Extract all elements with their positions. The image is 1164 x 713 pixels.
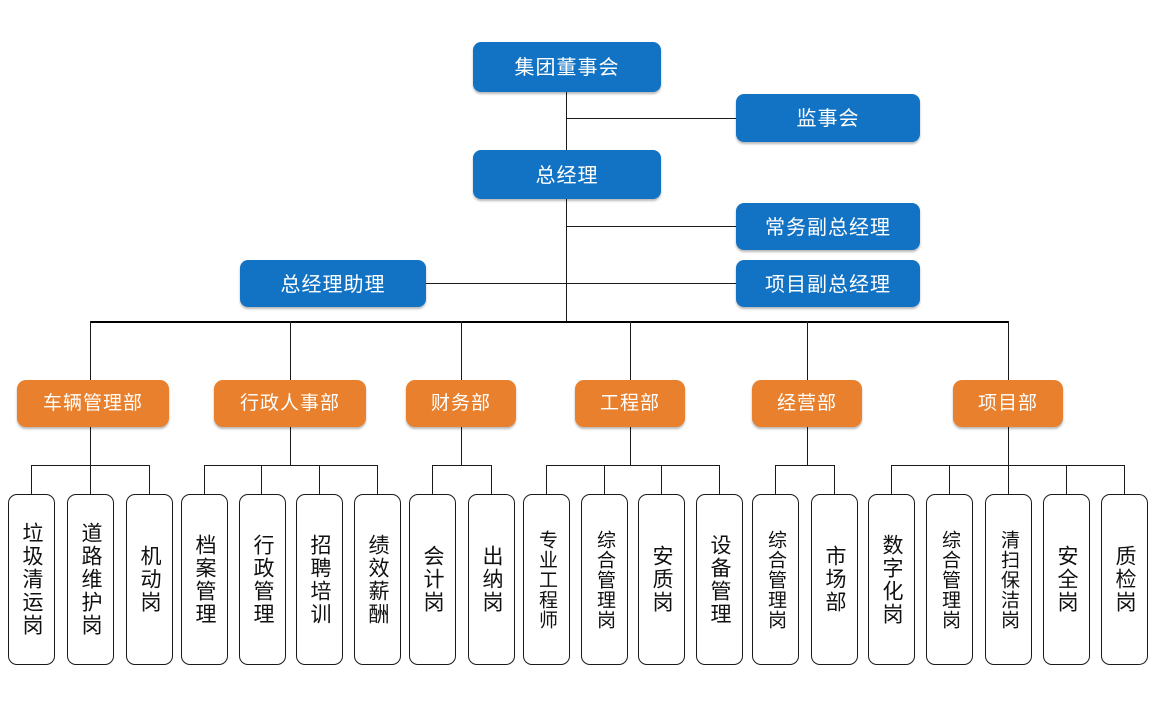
dept-2-stem (290, 427, 291, 465)
dept-4-bus (546, 465, 719, 466)
leaf-position-box[interactable]: 安全岗 (1043, 494, 1090, 665)
connector-gm-to-bus (566, 199, 567, 321)
leaf-position-box[interactable]: 综合管理岗 (926, 494, 973, 665)
leaf-label: 综合管理岗 (765, 529, 787, 630)
dept-2-bus (204, 465, 377, 466)
dept-4-riser-2 (604, 465, 605, 494)
leaf-label: 质检岗 (1113, 545, 1137, 614)
node-executive-vice-general-manager[interactable]: 常务副总经理 (736, 203, 920, 250)
connector-assistant-to-gm (425, 283, 567, 284)
dept-6-riser-2 (949, 465, 950, 494)
dept-1-stem (90, 427, 91, 465)
connector-gm-to-exec-vice (566, 226, 737, 227)
leaf-label: 清扫保洁岗 (998, 529, 1020, 630)
leaf-position-box[interactable]: 设备管理 (696, 494, 743, 665)
leaf-position-box[interactable]: 道路维护岗 (67, 494, 114, 665)
dept-2-riser-1 (204, 465, 205, 494)
dept-1-riser-3 (149, 465, 150, 494)
leaf-label: 机动岗 (138, 545, 162, 614)
leaf-label: 道路维护岗 (79, 522, 103, 637)
node-department-vehicle-management[interactable]: 车辆管理部 (17, 380, 169, 427)
node-supervisory-board[interactable]: 监事会 (736, 94, 920, 142)
leaf-position-box[interactable]: 质检岗 (1101, 494, 1148, 665)
department-bus (90, 321, 1009, 323)
leaf-position-box[interactable]: 垃圾清运岗 (8, 494, 55, 665)
leaf-label: 安质岗 (650, 545, 674, 614)
leaf-position-box[interactable]: 综合管理岗 (752, 494, 799, 665)
dept-4-riser-3 (661, 465, 662, 494)
leaf-label: 会计岗 (421, 545, 445, 614)
dept-5-bus (775, 465, 834, 466)
leaf-position-box[interactable]: 行政管理 (239, 494, 286, 665)
node-department-project[interactable]: 项目部 (953, 380, 1063, 427)
leaf-position-box[interactable]: 档案管理 (181, 494, 228, 665)
leaf-label: 行政管理 (251, 533, 275, 626)
dept-5-stem (807, 427, 808, 465)
node-department-operations[interactable]: 经营部 (752, 380, 862, 427)
node-department-finance[interactable]: 财务部 (406, 380, 516, 427)
leaf-position-box[interactable]: 数字化岗 (868, 494, 915, 665)
leaf-label: 专业工程师 (536, 529, 558, 630)
dept-4-stem (630, 427, 631, 465)
leaf-position-box[interactable]: 专业工程师 (523, 494, 570, 665)
leaf-label: 档案管理 (193, 533, 217, 626)
dept-6-bus (891, 465, 1124, 466)
drop-to-dept-1 (90, 321, 91, 380)
dept-2-riser-4 (377, 465, 378, 494)
dept-3-stem (461, 427, 462, 465)
drop-to-dept-2 (290, 321, 291, 380)
dept-3-riser-1 (432, 465, 433, 494)
dept-3-bus (432, 465, 491, 466)
leaf-position-box[interactable]: 综合管理岗 (581, 494, 628, 665)
dept-6-stem (1008, 427, 1009, 465)
leaf-label: 设备管理 (708, 533, 732, 626)
connector-board-to-gm (566, 92, 567, 152)
node-general-manager[interactable]: 总经理 (473, 150, 661, 199)
dept-1-riser-2 (90, 465, 91, 494)
leaf-label: 市场部 (823, 545, 847, 614)
dept-2-riser-3 (319, 465, 320, 494)
leaf-position-box[interactable]: 招聘培训 (296, 494, 343, 665)
leaf-label: 综合管理岗 (594, 529, 616, 630)
dept-1-riser-1 (31, 465, 32, 494)
leaf-label: 出纳岗 (480, 545, 504, 614)
dept-6-riser-5 (1124, 465, 1125, 494)
dept-5-riser-1 (775, 465, 776, 494)
drop-to-dept-4 (630, 321, 631, 380)
dept-6-riser-1 (891, 465, 892, 494)
leaf-label: 数字化岗 (880, 533, 904, 626)
dept-5-riser-2 (834, 465, 835, 494)
drop-to-dept-5 (807, 321, 808, 380)
node-general-manager-assistant[interactable]: 总经理助理 (240, 260, 426, 307)
dept-6-riser-4 (1066, 465, 1067, 494)
dept-4-riser-1 (546, 465, 547, 494)
dept-3-riser-2 (491, 465, 492, 494)
leaf-label: 安全岗 (1055, 545, 1079, 614)
leaf-label: 垃圾清运岗 (20, 522, 44, 637)
drop-to-dept-3 (461, 321, 462, 380)
leaf-position-box[interactable]: 机动岗 (126, 494, 173, 665)
leaf-position-box[interactable]: 出纳岗 (468, 494, 515, 665)
node-board-of-directors[interactable]: 集团董事会 (473, 42, 661, 92)
dept-2-riser-2 (261, 465, 262, 494)
node-department-engineering[interactable]: 工程部 (575, 380, 685, 427)
connector-gm-to-project-vice (566, 283, 737, 284)
dept-4-riser-4 (719, 465, 720, 494)
leaf-label: 绩效薪酬 (366, 533, 390, 626)
leaf-position-box[interactable]: 绩效薪酬 (354, 494, 401, 665)
leaf-label: 综合管理岗 (939, 529, 961, 630)
node-project-vice-general-manager[interactable]: 项目副总经理 (736, 260, 920, 307)
leaf-label: 招聘培训 (308, 533, 332, 626)
leaf-position-box[interactable]: 安质岗 (638, 494, 685, 665)
leaf-position-box[interactable]: 清扫保洁岗 (985, 494, 1032, 665)
node-department-administration-hr[interactable]: 行政人事部 (214, 380, 366, 427)
connector-gm-to-supervisory (566, 118, 737, 119)
leaf-position-box[interactable]: 市场部 (811, 494, 858, 665)
dept-6-riser-3 (1008, 465, 1009, 494)
leaf-position-box[interactable]: 会计岗 (409, 494, 456, 665)
drop-to-dept-6 (1008, 321, 1009, 380)
